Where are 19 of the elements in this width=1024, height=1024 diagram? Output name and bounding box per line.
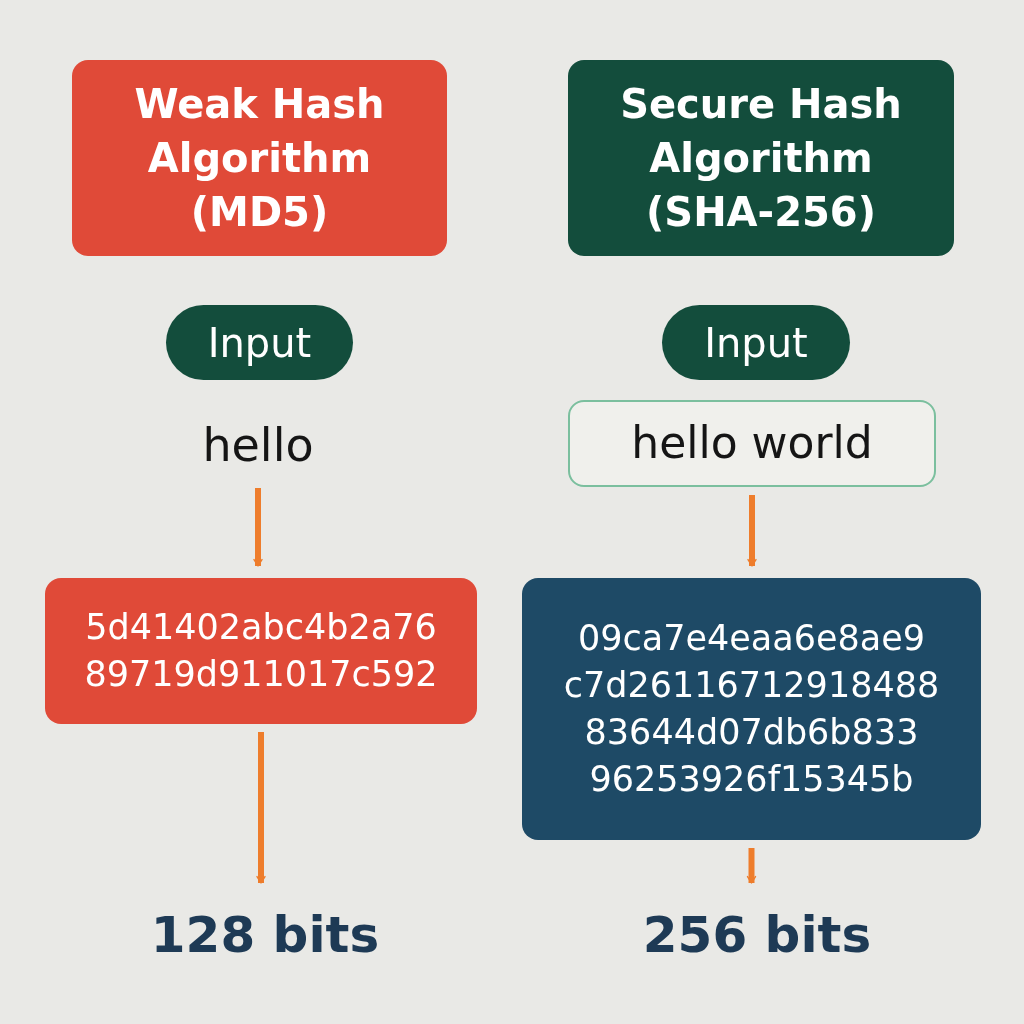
- arrow: [747, 495, 757, 567]
- arrow: [253, 488, 263, 567]
- algorithm-box: [568, 60, 954, 256]
- arrow: [746, 848, 757, 884]
- algorithm-box: [72, 60, 447, 256]
- bit-length-text: 256 bits: [641, 905, 873, 965]
- algorithm-name: Weak Hash Algorithm (MD5): [133, 80, 386, 237]
- bit-length-text: 128 bits: [149, 905, 381, 965]
- input-box: [568, 400, 936, 487]
- input-label: Input: [703, 318, 809, 367]
- hash-output-box: [45, 578, 477, 724]
- hash-value: 5d41402abc4b2a76 89719d911017c592: [83, 605, 439, 696]
- input-text: hello: [201, 418, 315, 474]
- input-label: Input: [206, 318, 313, 367]
- algorithm-name: Secure Hash Algorithm (SHA-256): [619, 80, 903, 237]
- hash-value: 09ca7e4eaa6e8ae9 c7d26116712918488 83644d07db6b833 96253926f15345b: [562, 616, 941, 802]
- hash-output-box: [522, 578, 981, 840]
- arrow: [256, 732, 266, 884]
- algorithm-name: hello world: [630, 417, 874, 470]
